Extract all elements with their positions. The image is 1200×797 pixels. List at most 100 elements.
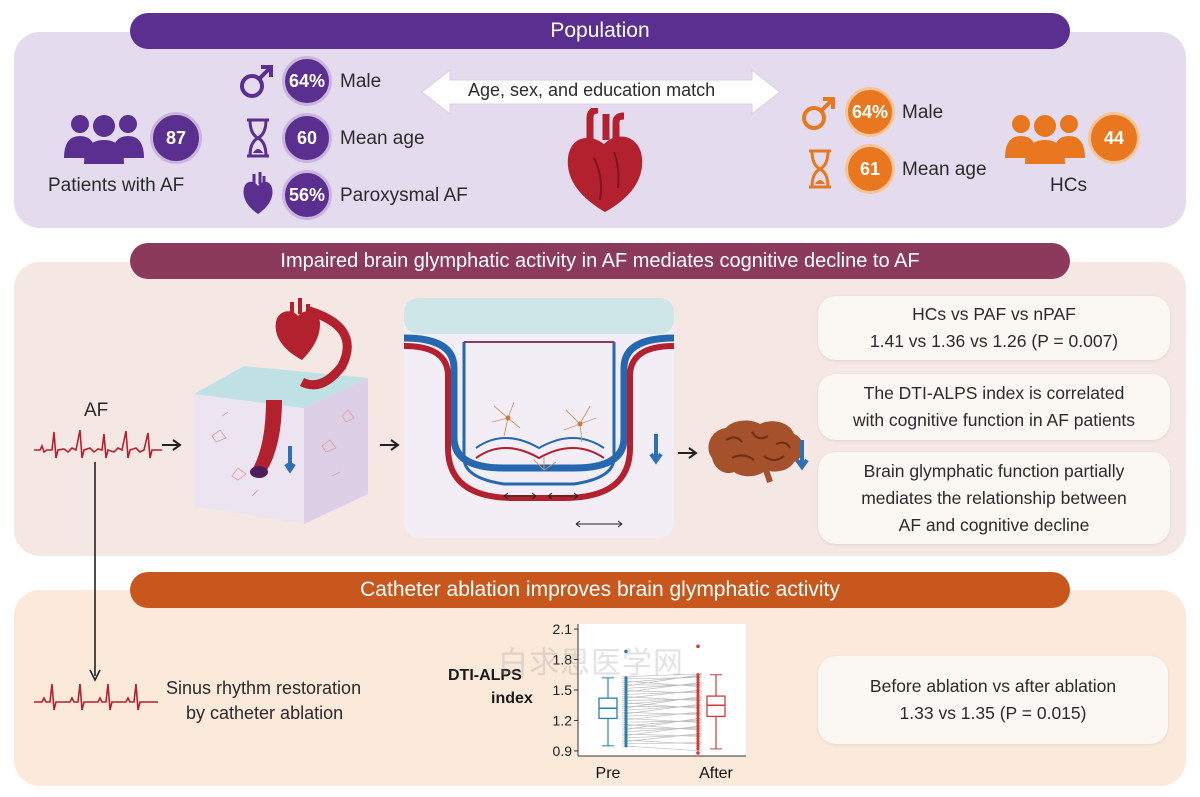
finding-card-group-comparison: HCs vs PAF vs nPAF 1.41 vs 1.36 vs 1.26 … <box>818 296 1170 360</box>
paired-line <box>621 717 703 723</box>
af-age-label: Mean age <box>340 128 425 149</box>
data-point <box>624 723 628 727</box>
data-point <box>696 742 700 746</box>
brain-icon <box>708 420 809 483</box>
outlier-point <box>696 751 700 755</box>
paired-line <box>621 723 703 731</box>
hc-age-badge: 61 <box>845 144 895 194</box>
finding-card-mediation: Brain glymphatic function partially medi… <box>818 452 1170 544</box>
data-point <box>624 692 628 696</box>
plot-area <box>578 624 746 756</box>
hc-male-badge: 64% <box>845 87 895 137</box>
ablation-result-card: Before ablation vs after ablation 1.33 v… <box>818 656 1168 744</box>
data-point <box>624 732 628 736</box>
data-point <box>696 711 700 715</box>
x-tick-label: After <box>699 765 733 782</box>
data-point <box>624 680 628 685</box>
data-point <box>624 676 628 680</box>
data-point <box>696 688 700 692</box>
finding-card-correlation: The DTI-ALPS index is correlated with co… <box>818 374 1170 440</box>
hc-group-label: HCs <box>1050 175 1087 196</box>
paired-line <box>621 683 703 689</box>
paired-line <box>621 733 703 737</box>
paired-line <box>621 720 703 723</box>
y-tick-label: 1.5 <box>553 682 573 698</box>
watermark: 白求恩医学网 <box>498 647 684 680</box>
data-point <box>624 727 628 732</box>
hc-male-label: Male <box>902 102 944 123</box>
data-point <box>696 701 700 705</box>
data-point <box>696 734 700 738</box>
data-point <box>696 680 700 685</box>
paired-line <box>621 684 703 686</box>
paired-line <box>621 742 703 745</box>
paired-line <box>621 702 703 709</box>
paired-line <box>621 673 703 678</box>
match-label: Age, sex, and education match <box>468 80 716 100</box>
data-point <box>696 703 700 708</box>
male-icon <box>240 65 273 98</box>
paired-line <box>621 739 703 745</box>
data-point <box>624 739 628 743</box>
paired-line <box>621 734 703 739</box>
hc-age-label: Mean age <box>902 159 987 180</box>
restoration-label-line1: Sinus rhythm restoration <box>166 678 362 698</box>
finding-line: Brain glymphatic function partially <box>863 460 1125 481</box>
data-point <box>624 704 628 708</box>
result-line: 1.33 vs 1.35 (P = 0.015) <box>899 703 1087 723</box>
chart-ylabel-line2: index <box>491 690 533 707</box>
data-point <box>696 739 700 743</box>
data-point <box>624 725 628 729</box>
data-point <box>696 698 700 702</box>
af-male-badge: 64% <box>282 56 332 106</box>
data-point <box>624 699 628 703</box>
af-male-label: Male <box>340 71 382 92</box>
data-point <box>696 744 700 748</box>
y-tick-label: 1.2 <box>553 712 573 728</box>
data-point <box>696 706 700 710</box>
data-point <box>696 708 700 713</box>
brain-tissue-cube-illustration <box>194 298 368 524</box>
data-point <box>696 716 700 720</box>
paired-line <box>621 690 703 694</box>
data-point <box>624 720 628 724</box>
x-tick-label: Pre <box>596 765 621 782</box>
anatomical-heart-icon <box>567 108 643 212</box>
finding-line: HCs vs PAF vs nPAF <box>912 304 1076 324</box>
data-point <box>696 693 700 697</box>
finding-line: with cognitive function in AF patients <box>852 410 1136 430</box>
data-point <box>624 690 628 694</box>
af-ecg-trace <box>34 429 162 459</box>
chart-ylabel-line1: DTI-ALPS <box>448 667 522 684</box>
data-point <box>624 706 628 710</box>
paired-line <box>621 745 703 752</box>
data-point <box>696 747 700 751</box>
data-point <box>696 683 700 687</box>
hourglass-icon <box>247 118 269 158</box>
data-point <box>624 687 628 692</box>
af-paroxysmal-badge: 56% <box>282 170 332 220</box>
box-after <box>706 695 726 718</box>
y-tick-label: 1.8 <box>553 652 573 668</box>
paired-line <box>621 680 703 688</box>
paired-line <box>621 727 703 730</box>
data-point <box>624 697 628 701</box>
data-point <box>624 737 628 741</box>
outlier-point <box>696 644 700 649</box>
data-point <box>696 737 700 741</box>
data-point <box>696 724 700 728</box>
af-label: AF <box>84 400 109 421</box>
data-point <box>624 730 628 734</box>
people-group-icon <box>64 115 144 164</box>
finding-line: The DTI-ALPS index is correlated <box>863 383 1125 403</box>
data-point <box>624 702 628 706</box>
data-point <box>696 675 700 679</box>
finding-line: mediates the relationship between <box>861 487 1127 508</box>
arrow-right-icon <box>678 447 698 459</box>
paired-line <box>621 726 703 733</box>
match-double-arrow <box>421 68 781 116</box>
data-point <box>624 713 628 717</box>
ablation-banner: Catheter ablation improves brain glympha… <box>130 572 1070 608</box>
data-point <box>696 714 700 718</box>
